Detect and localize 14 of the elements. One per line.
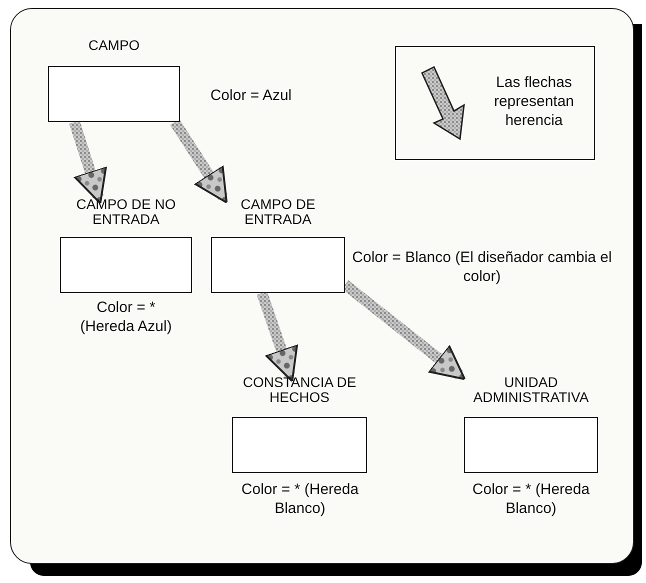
inheritance-arrow	[69, 120, 107, 204]
legend-text: Las flechas representan herencia	[492, 73, 576, 130]
inheritance-arrow	[170, 119, 228, 204]
field-title: CAMPO DE ENTRADA	[240, 197, 316, 227]
color-note: Color = * (Hereda Blanco)	[240, 480, 360, 518]
field-title: CAMPO	[87, 38, 141, 53]
color-note: Color = Azul	[209, 86, 293, 105]
field-title: CAMPO DE NO ENTRADA	[75, 197, 177, 227]
field-title: CONSTANCIA DE HECHOS	[242, 375, 358, 405]
field-title: UNIDAD ADMINISTRATIVA	[472, 375, 590, 405]
color-note: Color = Blanco (El diseñador cambia el color)	[352, 248, 612, 286]
color-note: Color = * (Hereda Azul)	[79, 298, 173, 336]
color-note: Color = * (Hereda Blanco)	[471, 480, 591, 518]
inheritance-arrow	[256, 291, 298, 382]
